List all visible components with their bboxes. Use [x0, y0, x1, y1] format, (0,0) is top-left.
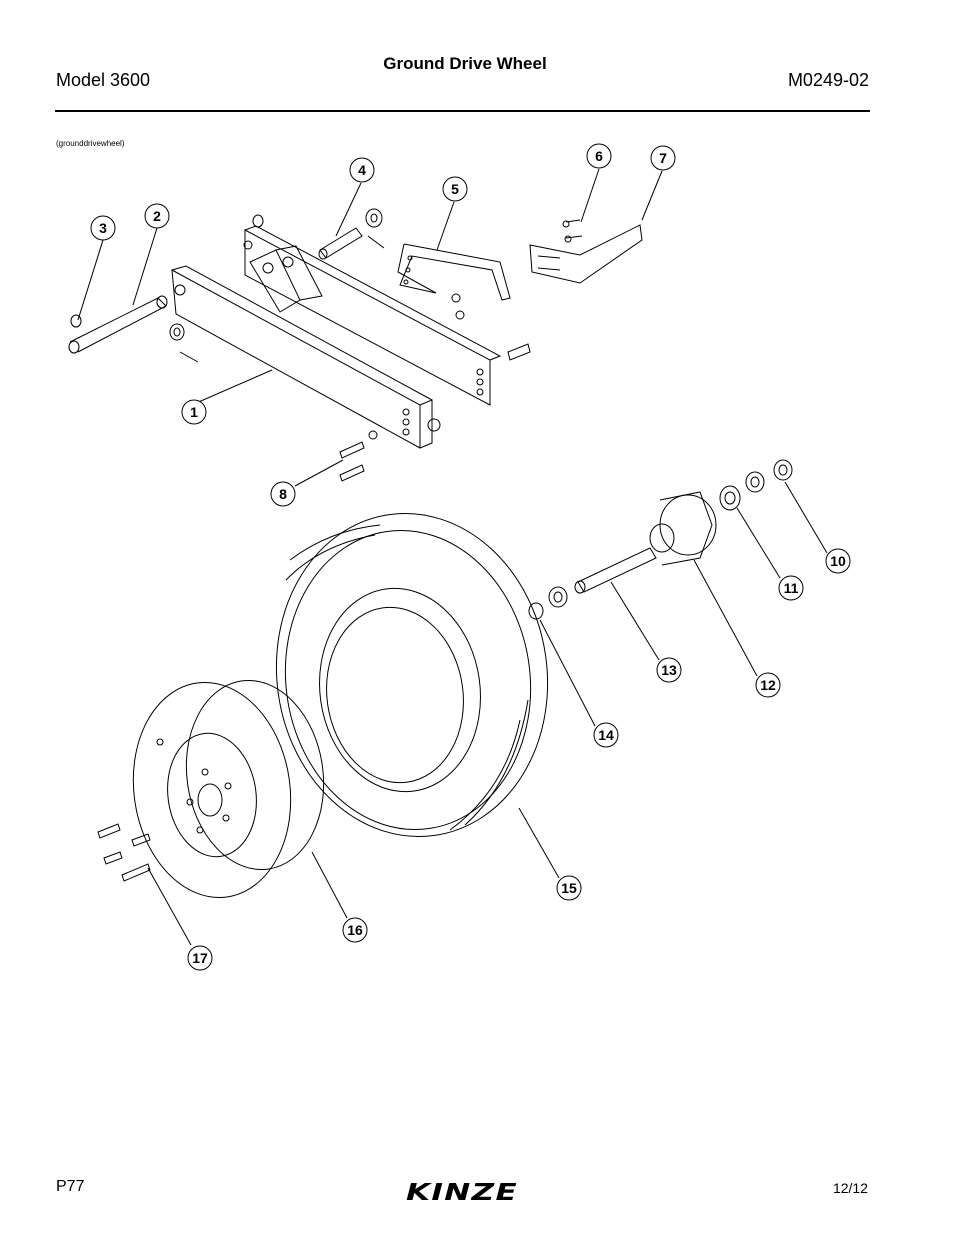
callout-7: 7 [650, 145, 676, 171]
mounting-bolts [339, 343, 531, 482]
svg-text:16: 16 [347, 922, 363, 938]
kinze-logo: KINZE [406, 1180, 518, 1205]
bracket [397, 243, 511, 320]
svg-text:13: 13 [661, 662, 677, 678]
callout-1: 1 [181, 399, 207, 425]
rim [132, 679, 325, 898]
svg-text:4: 4 [358, 162, 366, 178]
svg-text:12: 12 [760, 677, 776, 693]
callout-13: 13 [656, 657, 682, 683]
svg-text:15: 15 [561, 880, 577, 896]
pin [252, 208, 385, 260]
lug-bolts [97, 823, 151, 882]
pivot-pin [68, 295, 199, 363]
svg-text:3: 3 [99, 220, 107, 236]
callout-2: 2 [144, 203, 170, 229]
svg-text:14: 14 [598, 727, 614, 743]
document-number: M0249-02 [787, 70, 869, 90]
model-label: Model 3600 [56, 70, 151, 90]
svg-text:8: 8 [279, 486, 287, 502]
page-number: P77 [56, 1178, 85, 1195]
header-divider [55, 110, 870, 112]
callout-15: 15 [556, 875, 582, 901]
callout-16: 16 [342, 917, 368, 943]
svg-text:10: 10 [830, 553, 846, 569]
tire [275, 512, 549, 838]
scraper [529, 219, 643, 284]
frame-arm [171, 225, 502, 449]
svg-text:11: 11 [784, 580, 799, 596]
svg-text:KINZE: KINZE [406, 1180, 518, 1205]
svg-text:2: 2 [153, 208, 161, 224]
callout-3: 3 [90, 215, 116, 241]
callout-8: 8 [270, 481, 296, 507]
callout-10: 10 [825, 548, 851, 574]
svg-text:7: 7 [659, 150, 667, 166]
callout-6: 6 [586, 143, 612, 169]
page-title: Ground Drive Wheel [383, 54, 547, 73]
revision-date: 12/12 [832, 1180, 868, 1196]
callouts: 1 2 3 4 5 6 7 8 10 11 12 13 14 15 16 17 [90, 143, 851, 971]
callout-5: 5 [442, 176, 468, 202]
callout-11: 11 [778, 575, 804, 601]
hub-assembly [528, 459, 793, 620]
figure-reference: (grounddrivewheel) [56, 139, 125, 148]
callout-leaders [77, 168, 828, 946]
callout-12: 12 [755, 672, 781, 698]
svg-text:1: 1 [190, 404, 198, 420]
callout-4: 4 [349, 157, 375, 183]
svg-text:17: 17 [192, 950, 208, 966]
callout-17: 17 [187, 945, 213, 971]
svg-text:5: 5 [451, 181, 459, 197]
svg-text:6: 6 [595, 148, 603, 164]
callout-14: 14 [593, 722, 619, 748]
